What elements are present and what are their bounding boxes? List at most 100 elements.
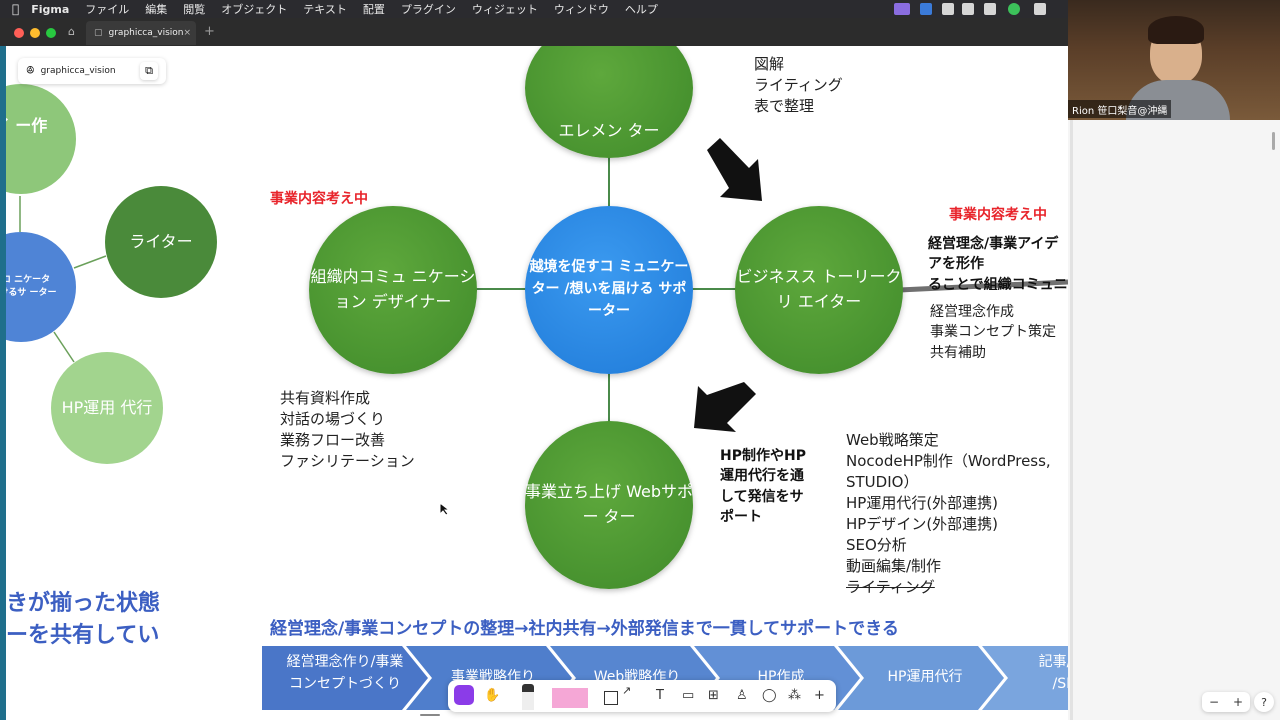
menu-bar:  Figma ファイル 編集 閲覧 オブジェクト テキスト 配置 プラグイン … — [0, 0, 1280, 18]
note-bottom-item: NocodeHP制作（WordPress, — [846, 452, 1051, 470]
menu-window[interactable]: ウィンドウ — [546, 3, 609, 16]
widgets-tool-icon[interactable]: ⁂ — [788, 688, 801, 703]
note-right-bold: 経営理念/事業アイデアを形作 ることで組織コミュニケーショ ンを円滑化させる — [928, 236, 1068, 290]
note-right-list: 経営理念作成 事業コンセプト策定 共有補助 — [930, 304, 1056, 361]
tab-graphicca-vision[interactable]: ▢ graphicca_vision × — [86, 21, 196, 45]
node-hp-ops-label: HP運用 代行 — [61, 397, 153, 417]
flow-step-shape — [262, 646, 428, 710]
video-call-tile: Rion 笹口梨音@沖縄 — [1068, 0, 1280, 120]
scrollbar-thumb[interactable] — [1272, 132, 1275, 150]
comment-tool-icon[interactable]: ◯ — [762, 688, 777, 703]
tagline-partial: きが揃った状態 ーを共有してい — [6, 591, 161, 648]
app-a-icon[interactable] — [942, 3, 954, 15]
note-red-left: 事業内容考え中 — [270, 191, 368, 207]
node-hp-wireframe-label: Pワイ ー作成 — [6, 116, 48, 136]
figma-menu-icon[interactable]: ꔮ — [26, 64, 35, 77]
node-elementor[interactable]: エレメン ター — [525, 46, 693, 158]
minimize-window-icon[interactable] — [30, 28, 40, 38]
move-tool-icon[interactable] — [454, 685, 474, 705]
menu-view[interactable]: 閲覧 — [176, 3, 205, 16]
note-red-right: 事業内容考え中 — [949, 207, 1047, 223]
note-bottom-item: Web戦略策定 — [846, 431, 939, 449]
close-window-icon[interactable] — [14, 28, 24, 38]
node-org-communication-designer[interactable]: 組織内コミュ ニケーション デザイナー — [309, 206, 477, 374]
doc-icon[interactable] — [1034, 3, 1046, 15]
tab-title: graphicca_vision — [108, 28, 184, 38]
more-tools-icon[interactable]: + — [814, 688, 825, 703]
apple-icon[interactable]:  — [12, 2, 19, 16]
line-icon[interactable] — [1008, 3, 1020, 15]
note-bottom-item: 動画編集/制作 — [846, 557, 942, 575]
node-org-communication-designer-label: 組織内コミュ ニケーション デザイナー — [310, 267, 476, 311]
note-bottom-list: Web戦略策定 NocodeHP制作（WordPress, STUDIO） HP… — [846, 430, 1051, 598]
flow-headline: 経営理念/事業コンセプトの整理→社内共有→外部発信まで一貫してサポートできる — [270, 619, 899, 639]
node-writer[interactable]: ライター — [105, 186, 217, 298]
node-center[interactable]: 越境を促すコ ミュニケーター /想いを届ける サポーター — [525, 206, 693, 374]
toolbar-handle[interactable] — [420, 714, 440, 716]
note-top-right: 図解 ライティング 表で整理 — [754, 55, 843, 115]
node-center-label: 越境を促すコ ミュニケーター /想いを届ける サポーター — [529, 259, 689, 319]
node-business-story-creator-label: ビジネスス トーリークリ エイター — [736, 267, 902, 311]
mouse-cursor-icon — [439, 502, 451, 516]
help-button[interactable]: ? — [1254, 692, 1274, 712]
node-elementor-label: エレメン ター — [558, 121, 660, 141]
note-left-list: 共有資料作成 対話の場づくり 業務フロー改善 ファシリテーション — [280, 389, 415, 470]
node-web-supporter-label: 事業立ち上げ Webサポー ター — [525, 482, 693, 526]
flow-step-shape — [838, 646, 1004, 710]
section-tool-icon[interactable]: ▭ — [682, 688, 695, 703]
file-icon: ▢ — [94, 28, 103, 38]
participant-name: Rion 笹口梨音@沖縄 — [1068, 100, 1172, 118]
screen-share-icon[interactable] — [894, 3, 910, 15]
pages-icon[interactable]: ⧉ — [140, 62, 158, 80]
table-tool-icon[interactable]: ⊞ — [708, 688, 719, 703]
menu-plugins[interactable]: プラグイン — [393, 3, 456, 16]
menu-help[interactable]: ヘルプ — [617, 3, 658, 16]
text-tool-icon[interactable]: T — [656, 688, 664, 703]
note-bottom-item: STUDIO） — [846, 473, 919, 491]
node-web-supporter[interactable]: 事業立ち上げ Webサポー ター — [525, 421, 693, 589]
tab-bar: ⌂ ▢ graphicca_vision × + — [0, 18, 1068, 46]
participant-hair — [1148, 16, 1204, 44]
zoom-controls: − + — [1202, 692, 1250, 712]
connector-tool-icon[interactable]: ↗ — [622, 684, 632, 697]
note-bottom-item: SEO分析 — [846, 536, 907, 554]
menu-text[interactable]: テキスト — [296, 3, 347, 16]
menu-object[interactable]: オブジェクト — [214, 3, 287, 16]
edit-icon[interactable] — [984, 3, 996, 15]
menu-arrange[interactable]: 配置 — [355, 3, 385, 16]
flow-step-5: HP運用代行 — [887, 669, 963, 685]
notion-icon[interactable] — [962, 3, 974, 15]
zoom-icon[interactable] — [920, 3, 932, 15]
right-panel — [1068, 120, 1280, 720]
arrow-down-right-icon — [707, 138, 762, 201]
note-bottom-strikethrough: ライティング — [846, 578, 935, 596]
note-bottom-item: HP運用代行(外部連携) — [846, 494, 999, 512]
zoom-in-button[interactable]: + — [1232, 695, 1244, 709]
flow-step-6: 記事/動画 /SNS — [1038, 654, 1068, 692]
close-tab-icon[interactable]: × — [183, 28, 192, 38]
menu-widgets[interactable]: ウィジェット — [464, 3, 538, 16]
menu-app-name[interactable]: Figma — [24, 2, 69, 16]
highlighter-tool-icon[interactable] — [552, 688, 588, 708]
new-tab-icon[interactable]: + — [204, 24, 215, 39]
menu-edit[interactable]: 編集 — [138, 3, 167, 16]
note-bottom-bold: HP制作やHP 運用代行を通 して発信をサ ポート — [720, 448, 806, 525]
stamp-tool-icon[interactable]: ♙ — [736, 688, 748, 703]
hand-tool-icon[interactable]: ✋ — [484, 688, 501, 703]
home-icon[interactable]: ⌂ — [68, 25, 75, 38]
arrow-down-left-icon — [694, 382, 756, 432]
panel-divider — [1070, 120, 1073, 720]
zoom-out-button[interactable]: − — [1208, 695, 1220, 709]
flow-step-1: 経営理念作り/事業 コンセプトづくり — [286, 654, 404, 692]
node-writer-label: ライター — [129, 231, 193, 251]
shape-tool-icon[interactable] — [604, 691, 618, 705]
menu-file[interactable]: ファイル — [78, 3, 129, 16]
node-hp-ops[interactable]: HP運用 代行 — [51, 352, 163, 464]
marker-tool-icon[interactable] — [522, 684, 534, 710]
desktop-edge — [0, 46, 6, 720]
maximize-window-icon[interactable] — [46, 28, 56, 38]
node-business-story-creator[interactable]: ビジネスス トーリークリ エイター — [735, 206, 903, 374]
file-name: graphicca_vision — [40, 66, 116, 76]
